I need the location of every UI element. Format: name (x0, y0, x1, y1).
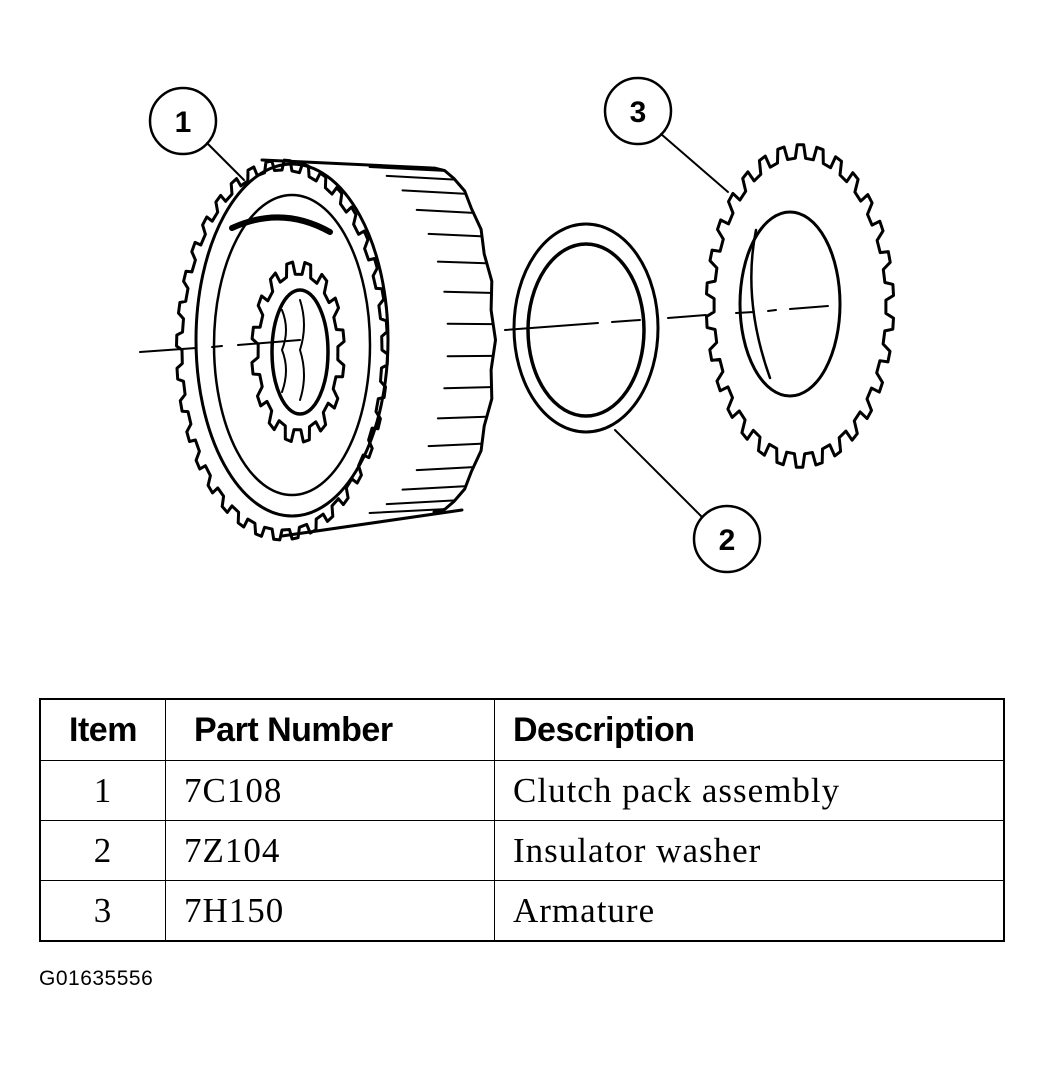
clutch-pack-spline-ridge (368, 166, 446, 172)
clutch-pack-spline-ridge (368, 508, 446, 514)
table-row: 1 7C108 Clutch pack assembly (39, 760, 1005, 821)
figure-code: G01635556 (39, 967, 154, 990)
armature-toothed-rim (705, 143, 895, 469)
cell-description: Insulator washer (494, 820, 1005, 881)
cell-part-number: 7H150 (165, 880, 495, 942)
clutch-pack-spline-ridge (401, 189, 466, 195)
table-row: 3 7H150 Armature (39, 880, 1005, 942)
clutch-pack-spline-ridges (368, 166, 493, 514)
callout-1 (148, 86, 245, 181)
cell-description: Clutch pack assembly (494, 760, 1005, 821)
armature (705, 143, 895, 469)
clutch-pack-face-highlight (229, 214, 333, 235)
cell-item: 2 (39, 820, 166, 881)
cell-part-number: 7C108 (165, 760, 495, 821)
clutch-pack-back-profile (432, 166, 497, 514)
cell-item: 1 (39, 760, 166, 821)
insulator-washer-outer-edge (512, 222, 660, 434)
clutch-pack-face-ring-inner (212, 193, 372, 497)
insulator-washer (512, 222, 660, 434)
header-item: Item (39, 698, 166, 761)
clutch-pack-spline-ridge (401, 485, 466, 491)
clutch-pack-face-ring-outer (194, 162, 390, 518)
clutch-pack-spline-ridge (415, 208, 475, 214)
callout-2 (614, 429, 762, 574)
armature-bore (738, 210, 842, 398)
clutch-pack-hub-bore (270, 288, 330, 416)
header-description: Description (494, 698, 1005, 761)
clutch-pack-spline-ridge (385, 499, 456, 506)
clutch-pack-spline-ridge (385, 174, 456, 181)
clutch-pack-spline-ridge (436, 260, 487, 265)
armature-bore-depth (750, 228, 772, 380)
clutch-pack-spline-ridge (427, 442, 482, 448)
cell-description: Armature (494, 880, 1005, 942)
exploded-parts-illustration: 1 2 3 (139, 76, 895, 574)
clutch-pack-spline-ridge (443, 290, 491, 294)
table-header-row: Item Part Number Description (39, 698, 1005, 761)
parts-table: Item Part Number Description 1 7C108 Clu… (39, 698, 1005, 942)
clutch-pack-spline-ridge (443, 386, 491, 390)
clutch-pack-hub-detail (281, 299, 305, 401)
table-row: 2 7Z104 Insulator washer (39, 820, 1005, 881)
header-part-number: Part Number (165, 698, 495, 761)
clutch-pack-assembly (175, 158, 497, 542)
clutch-pack-spline-ridge (415, 466, 475, 472)
clutch-pack-spline-ridge (427, 232, 482, 238)
callout-1-label: 1 (175, 106, 192, 139)
callout-2-label: 2 (719, 524, 736, 557)
clutch-pack-spline-ridge (436, 415, 487, 420)
cell-part-number: 7Z104 (165, 820, 495, 881)
callout-3 (603, 76, 729, 193)
cell-item: 3 (39, 880, 166, 942)
callout-3-label: 3 (630, 96, 647, 129)
insulator-washer-inner-edge (526, 242, 646, 418)
center-axis-line (139, 305, 829, 353)
